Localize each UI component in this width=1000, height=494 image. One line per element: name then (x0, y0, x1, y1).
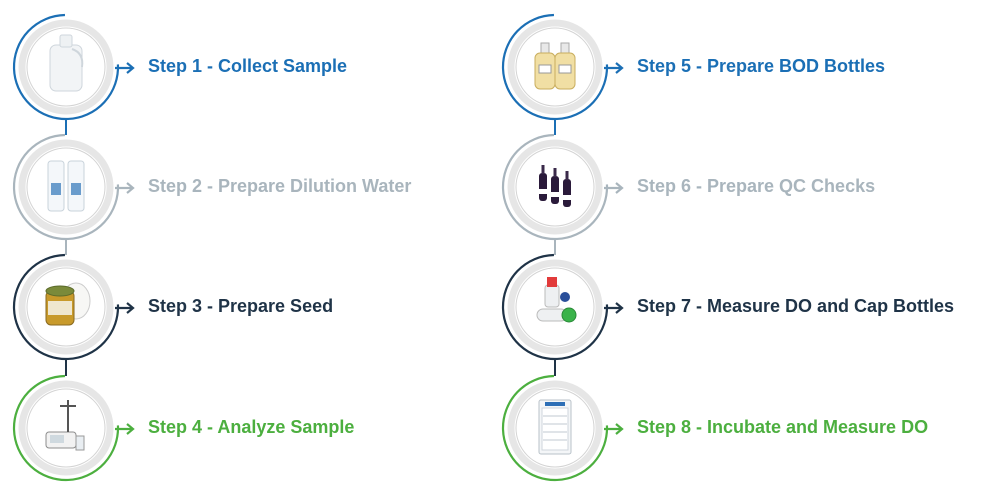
step-3-label: Step 3 - Prepare Seed (148, 296, 334, 316)
step-2-ring (12, 133, 135, 241)
arrow-icon (126, 182, 135, 194)
incubator-icon (538, 399, 572, 455)
step-1-label: Step 1 - Collect Sample (148, 56, 348, 76)
meter-probe-icon (45, 400, 85, 451)
buffer-pillows-icon (47, 160, 85, 212)
step-8-label: Step 8 - Incubate and Measure DO (637, 417, 929, 437)
do-probe-caps-icon (536, 277, 577, 323)
step-4-label: Step 4 - Analyze Sample (148, 417, 355, 437)
arrow-icon (126, 302, 135, 314)
sample-jug-icon (49, 34, 84, 92)
seed-capsule-jar-icon (45, 282, 91, 326)
arrow-icon (615, 182, 624, 194)
arrow-icon (615, 62, 624, 74)
arrow-icon (615, 302, 624, 314)
step-2-label: Step 2 - Prepare Dilution Water (148, 176, 412, 196)
arrow-icon (126, 423, 135, 435)
step-7-ring (501, 253, 624, 361)
bod-bottles-icon (534, 42, 576, 90)
step-6-label: Step 6 - Prepare QC Checks (637, 176, 876, 196)
qc-ampules-icon (539, 165, 571, 207)
step-5-label: Step 5 - Prepare BOD Bottles (637, 56, 886, 76)
step-7-label: Step 7 - Measure DO and Cap Bottles (637, 296, 955, 316)
arrow-icon (615, 423, 624, 435)
step-4-ring (12, 374, 135, 482)
step-6-ring (501, 133, 624, 241)
arrow-icon (126, 62, 135, 74)
